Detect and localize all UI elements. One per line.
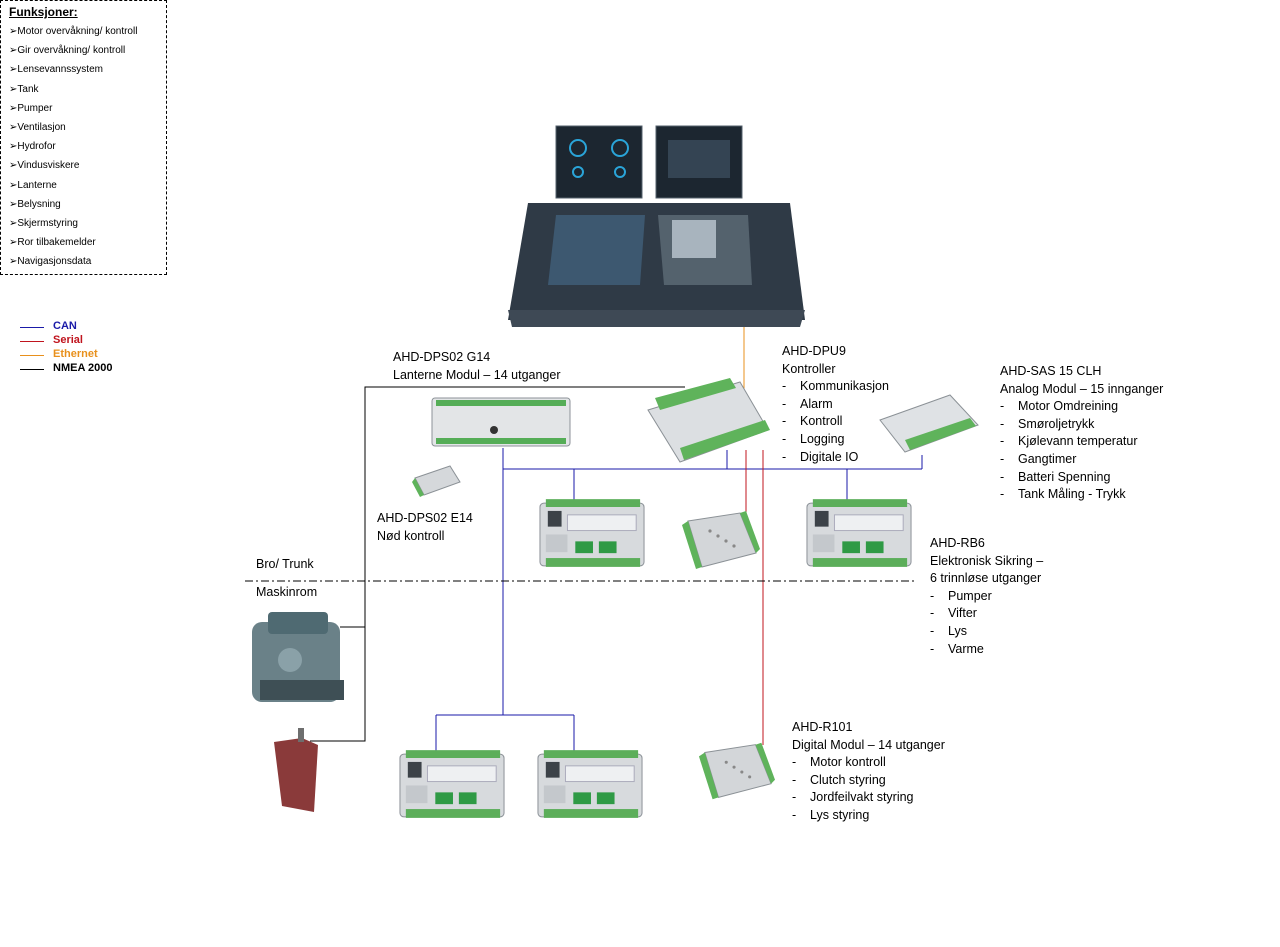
legend-can-line — [20, 327, 44, 328]
label-rb6: AHD-RB6 Elektronisk Sikring – 6 trinnløs… — [930, 535, 1043, 658]
label-r101-item: Lys styring — [792, 807, 945, 825]
label-sas15-subtitle: Analog Modul – 15 innganger — [1000, 381, 1164, 396]
label-rb6-item: Varme — [930, 641, 1043, 659]
label-r101-item: Clutch styring — [792, 772, 945, 790]
label-sas15-item: Motor Omdreining — [1000, 398, 1163, 416]
function-item: ➢Motor overvåkning/ kontroll — [9, 26, 138, 37]
module-r101 — [698, 742, 775, 800]
legend-serial-label: Serial — [53, 334, 83, 346]
label-rb6-item: Vifter — [930, 605, 1043, 623]
module-dps02-e14 — [412, 465, 461, 497]
label-rb6-subtitle2: 6 trinnløse utganger — [930, 571, 1042, 586]
label-dpu9-item: Kommunikasjon — [782, 378, 889, 396]
label-dpu9-item: Alarm — [782, 396, 889, 414]
label-r101-title: AHD-R101 — [792, 720, 853, 734]
label-sas15-title: AHD-SAS 15 CLH — [1000, 364, 1102, 378]
label-sas15-item: Kjølevann temperatur — [1000, 433, 1163, 451]
label-rb6-item: Lys — [930, 623, 1043, 641]
label-r101: AHD-R101 Digital Modul – 14 utganger Mot… — [792, 719, 945, 825]
legend-can-label: CAN — [53, 320, 77, 332]
legend-ethernet-line — [20, 355, 44, 356]
label-sas15-item: Smøroljetrykk — [1000, 416, 1163, 434]
function-item: ➢Hydrofor — [9, 141, 56, 153]
label-sas15: AHD-SAS 15 CLH Analog Modul – 15 inngang… — [1000, 363, 1163, 504]
module-dps02-g14 — [431, 397, 571, 447]
label-dps02-e14-subtitle: Nød kontroll — [377, 528, 445, 543]
label-dps02-g14-subtitle: Lanterne Modul – 14 utganger — [393, 367, 561, 382]
module-rb6-left — [539, 498, 645, 568]
legend-nmea-label: NMEA 2000 — [53, 362, 113, 374]
label-rb6-item: Pumper — [930, 588, 1043, 606]
label-dpu9-item: Digitale IO — [782, 449, 889, 467]
function-item: ➢Tank — [9, 83, 39, 95]
module-digital-mid — [681, 510, 760, 570]
legend-nmea-line — [20, 369, 44, 370]
module-dpu9 — [647, 378, 770, 463]
module-bottom-right — [537, 749, 643, 819]
can-wires — [435, 448, 923, 752]
label-rb6-subtitle1: Elektronisk Sikring – — [930, 553, 1044, 568]
label-dpu9: AHD-DPU9 Kontroller Kommunikasjon Alarm … — [782, 343, 889, 466]
engine-image — [252, 612, 344, 702]
function-item: ➢Gir overvåkning/ kontroll — [9, 45, 126, 57]
legend-serial-line — [20, 341, 44, 342]
function-item: ➢Ror tilbakemelder — [9, 237, 96, 249]
label-sas15-item: Gangtimer — [1000, 451, 1163, 469]
label-dps02-g14-title: AHD-DPS02 G14 — [393, 350, 491, 364]
label-dpu9-title: AHD-DPU9 — [782, 344, 846, 358]
label-dpu9-list: Kommunikasjon Alarm Kontroll Logging Dig… — [782, 378, 889, 466]
rudder-image — [274, 728, 318, 812]
module-sas15 — [879, 394, 979, 453]
functions-title: Funksjoner: — [9, 5, 78, 19]
function-item: ➢Navigasjonsdata — [9, 256, 92, 268]
label-dps02-g14: AHD-DPS02 G14 Lanterne Modul – 14 utgang… — [393, 349, 561, 384]
label-rb6-list: Pumper Vifter Lys Varme — [930, 588, 1043, 658]
label-dpu9-subtitle: Kontroller — [782, 361, 836, 376]
label-dps02-e14: AHD-DPS02 E14 Nød kontroll — [377, 510, 473, 545]
label-sas15-list: Motor Omdreining Smøroljetrykk Kjølevann… — [1000, 398, 1163, 504]
functions-list: ➢Motor overvåkning/ kontroll ➢Gir overvå… — [9, 25, 137, 274]
legend-ethernet-label: Ethernet — [53, 348, 98, 360]
bridge-console — [508, 125, 805, 327]
serial-wires — [745, 450, 764, 745]
function-item: ➢Ventilasjon — [9, 121, 66, 133]
function-item: ➢Pumper — [9, 102, 53, 114]
label-r101-subtitle: Digital Modul – 14 utganger — [792, 737, 945, 752]
module-bottom-left — [399, 749, 505, 819]
functions-box: Funksjoner: ➢Motor overvåkning/ kontroll… — [0, 0, 167, 275]
label-sas15-item: Tank Måling - Trykk — [1000, 486, 1163, 504]
function-item: ➢Skjermstyring — [9, 217, 78, 229]
label-r101-item: Motor kontroll — [792, 754, 945, 772]
label-dpu9-item: Kontroll — [782, 413, 889, 431]
label-r101-item: Jordfeilvakt styring — [792, 789, 945, 807]
function-item: ➢Lensevannssystem — [9, 64, 103, 76]
nmea-backbone — [310, 386, 685, 742]
zone-label-engine-room: Maskinrom — [256, 585, 318, 599]
label-dpu9-item: Logging — [782, 431, 889, 449]
nmea-wires — [310, 386, 685, 742]
label-dps02-e14-title: AHD-DPS02 E14 — [377, 511, 473, 525]
function-item: ➢Belysning — [9, 198, 61, 210]
label-rb6-title: AHD-RB6 — [930, 536, 985, 550]
function-item: ➢Vindusviskere — [9, 160, 80, 172]
function-item: ➢Lanterne — [9, 179, 57, 191]
label-sas15-item: Batteri Spenning — [1000, 469, 1163, 487]
zone-label-bridge: Bro/ Trunk — [256, 557, 314, 571]
label-r101-list: Motor kontroll Clutch styring Jordfeilva… — [792, 754, 945, 824]
module-rb6-right — [806, 498, 912, 568]
